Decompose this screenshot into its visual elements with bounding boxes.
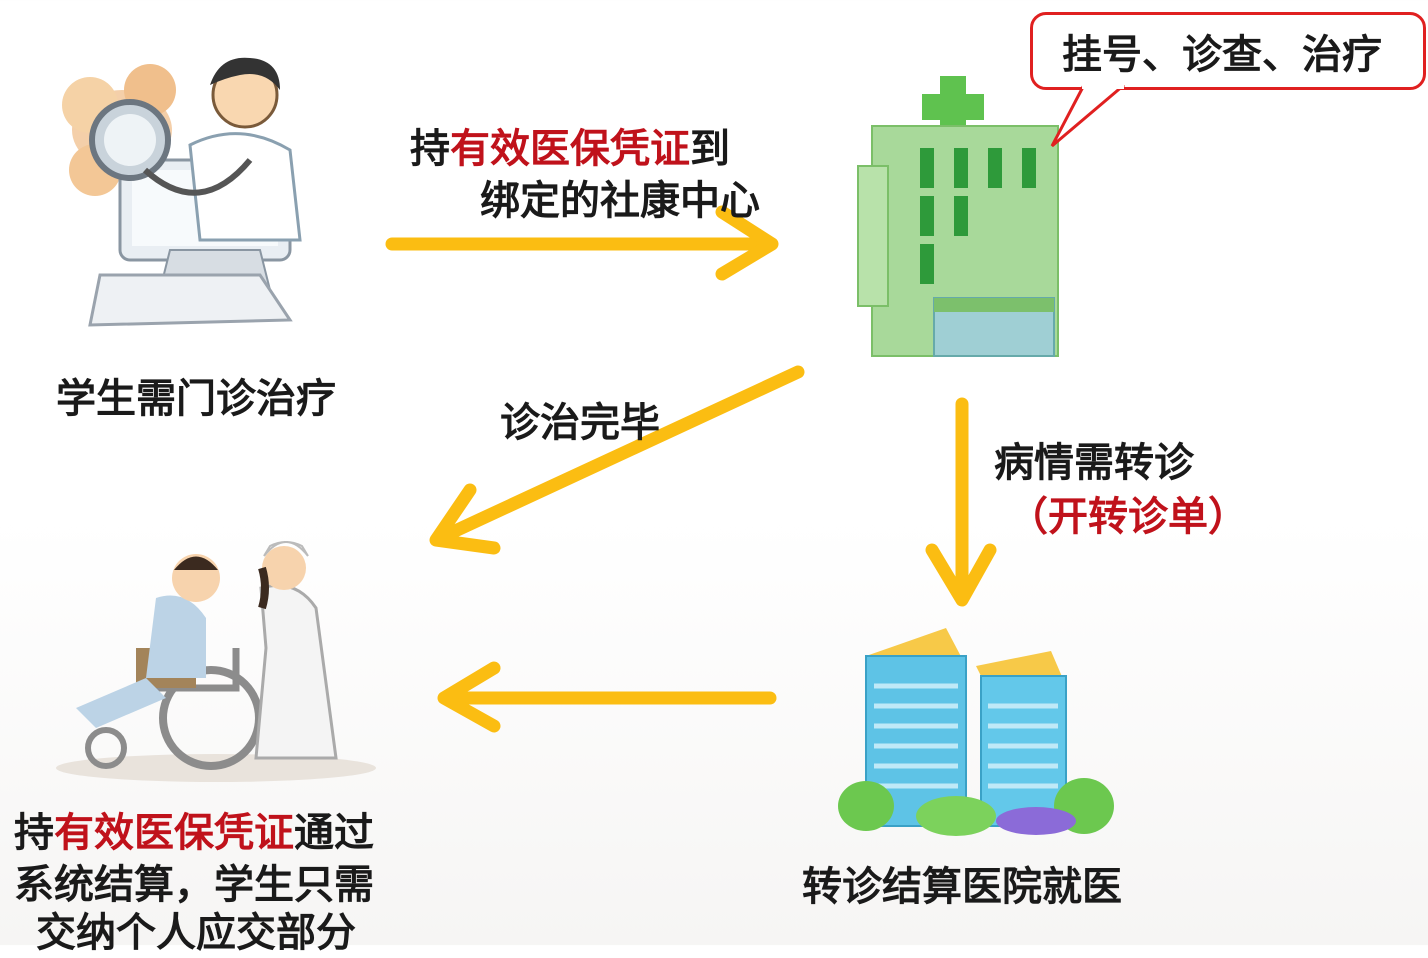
nurse-wheelchair-icon [56, 541, 376, 782]
go-to-center-label-line2: 绑定的社康中心 [480, 178, 760, 224]
settle-highlight: 有效医保凭证 [54, 810, 294, 856]
settle-label-line2: 系统结算，学生只需 [14, 862, 374, 908]
referral-close-paren: ） [1208, 494, 1248, 540]
settle-suffix: 通过 [294, 810, 374, 856]
bubble-text: 挂号、诊查、治疗 [1062, 32, 1382, 78]
speech-bubble [1030, 12, 1426, 90]
settle-label-line3: 交纳个人应交部分 [36, 910, 356, 956]
arrow-treatment-done [429, 365, 805, 555]
referral-label-line2: （开转诊单） [1008, 484, 1248, 542]
go-to-center-highlight: 有效医保凭证 [450, 126, 690, 172]
referral-open-paren: （ [1008, 494, 1048, 540]
go-to-center-label-line1: 持有效医保凭证到 [410, 116, 730, 174]
arrow-to-community-center [385, 205, 779, 281]
referral-hospital-label: 转诊结算医院就医 [802, 864, 1122, 910]
settle-label-line1: 持有效医保凭证通过 [14, 800, 374, 858]
go-to-center-prefix: 持 [410, 126, 450, 172]
referral-label-line1: 病情需转诊 [994, 440, 1194, 486]
hospital-towers-icon [838, 628, 1114, 836]
arrow-referral [925, 397, 997, 607]
community-clinic-icon [857, 76, 1059, 357]
doctor-computer-icon [62, 57, 302, 327]
arrow-from-referral-hospital [437, 661, 777, 733]
student-needs-clinic-label: 学生需门诊治疗 [56, 376, 336, 422]
settle-prefix: 持 [14, 810, 54, 856]
speech-bubble-tail [1050, 84, 1125, 148]
go-to-center-suffix: 到 [690, 126, 730, 172]
treatment-done-label: 诊治完毕 [500, 400, 660, 446]
referral-highlight: 开转诊单 [1048, 494, 1208, 540]
